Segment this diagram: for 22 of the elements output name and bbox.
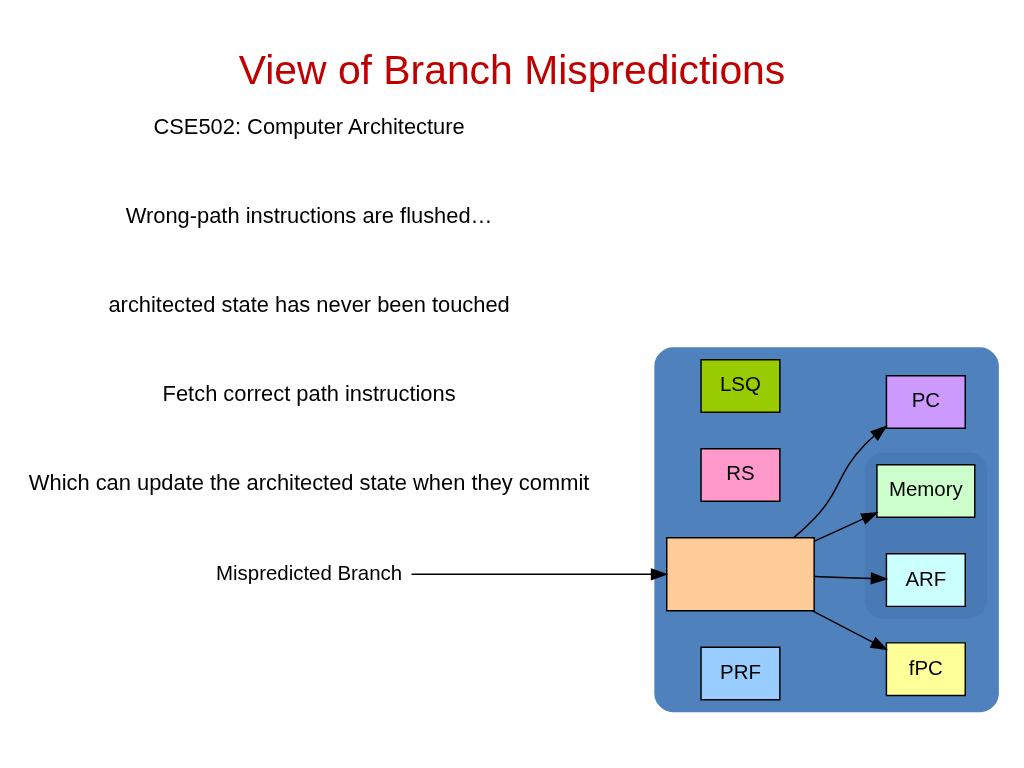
node-box: PC (885, 374, 966, 429)
arrow (793, 424, 888, 538)
label: CSE502: Computer Architecture (153, 113, 465, 139)
node-text: Mispredicted Branch (216, 561, 403, 584)
arrow (410, 567, 669, 580)
node-box: RS (700, 447, 781, 502)
label: Fetch correct path instructions (162, 380, 456, 406)
node-box: LSQ (700, 358, 781, 413)
cluster (864, 451, 988, 619)
node-box: fPC (885, 641, 966, 696)
label: Which can update the architected state when they commit (28, 469, 590, 495)
node-box (666, 536, 815, 611)
cluster (654, 346, 999, 712)
arrow (813, 511, 879, 542)
node-box: PRF (700, 646, 781, 701)
node-box: ARF (885, 552, 966, 607)
arrow (811, 609, 889, 650)
label: Wrong-path instructions are flushed… (125, 202, 493, 228)
node-box: Memory (876, 463, 976, 518)
diagram-title: View of Branch Mispredictions (238, 46, 786, 93)
label: architected state has never been touched (108, 291, 510, 317)
arrow (813, 571, 889, 585)
